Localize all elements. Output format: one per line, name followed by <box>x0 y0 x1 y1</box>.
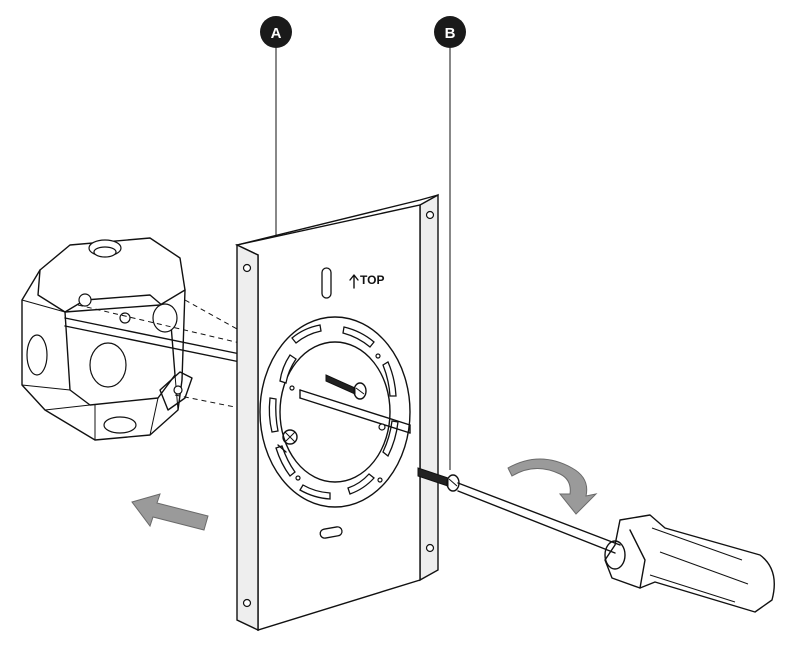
screw <box>325 374 367 400</box>
callout-a-label: A <box>271 25 282 42</box>
callout-b: B <box>434 16 466 48</box>
top-label: TOP <box>360 273 384 287</box>
callout-a: A <box>260 16 292 48</box>
screwdriver-icon <box>457 482 775 613</box>
push-arrow-icon <box>131 493 209 531</box>
orientation-label: TOP <box>349 273 384 289</box>
junction-box <box>21 237 246 441</box>
slot-ring <box>259 316 411 508</box>
rotate-arrow-icon <box>507 458 598 515</box>
ground-screw <box>277 429 298 453</box>
mounting-plate: TOP <box>234 193 439 632</box>
callout-b-label: B <box>445 25 456 42</box>
